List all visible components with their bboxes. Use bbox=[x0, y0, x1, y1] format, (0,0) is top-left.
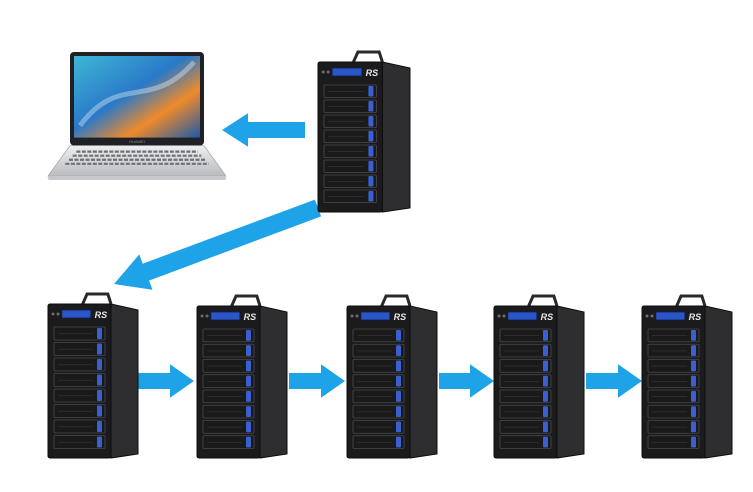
bay-latch bbox=[691, 360, 696, 372]
bay-latch bbox=[543, 406, 548, 417]
lcd-display bbox=[331, 67, 363, 77]
bay-latch bbox=[396, 360, 401, 372]
brand-logo: RS bbox=[394, 312, 407, 322]
bay-latch bbox=[543, 391, 548, 402]
bay-latch bbox=[368, 101, 374, 112]
bay-latch bbox=[97, 328, 102, 339]
bay-latch bbox=[691, 421, 696, 433]
arrow-right-icon bbox=[586, 364, 642, 398]
bay-latch bbox=[246, 330, 251, 341]
bay-latch bbox=[396, 421, 401, 433]
bay-latch bbox=[97, 343, 102, 355]
bay-latch bbox=[97, 359, 102, 370]
bay-latch bbox=[97, 390, 102, 401]
bay-latch bbox=[368, 161, 374, 172]
arrow-layer bbox=[114, 113, 642, 398]
bay-latch bbox=[368, 146, 374, 157]
node-layer: HUAWEI RS RS RS RS RS RS bbox=[47, 50, 733, 459]
lcd-display bbox=[210, 311, 241, 321]
bay-latch bbox=[246, 360, 251, 372]
bay-latch bbox=[246, 375, 251, 387]
arrow-right-icon bbox=[439, 364, 494, 398]
bay-latch bbox=[396, 406, 401, 417]
lcd-display bbox=[61, 309, 92, 319]
bay-latch bbox=[543, 330, 548, 341]
storage-tower-icon: RS bbox=[196, 294, 288, 459]
bay-latch bbox=[691, 345, 696, 356]
bay-latch bbox=[396, 436, 401, 448]
arrow-right-icon bbox=[289, 364, 345, 398]
storage-tower-icon: RS bbox=[346, 294, 438, 459]
bay-latch bbox=[97, 374, 102, 386]
bay-latch bbox=[246, 406, 251, 417]
bay-latch bbox=[246, 345, 251, 356]
lcd-display bbox=[360, 311, 391, 321]
bay-latch bbox=[246, 421, 251, 433]
lcd-display bbox=[655, 311, 686, 321]
storage-tower-icon: RS bbox=[317, 50, 411, 213]
bay-latch bbox=[368, 116, 374, 127]
bay-latch bbox=[396, 391, 401, 402]
bay-latch bbox=[368, 86, 374, 97]
bay-latch bbox=[246, 436, 251, 448]
storage-tower-icon: RS bbox=[493, 294, 585, 459]
laptop-brand: HUAWEI bbox=[129, 139, 145, 144]
bay-latch bbox=[246, 391, 251, 402]
brand-logo: RS bbox=[244, 312, 257, 322]
bay-latch bbox=[396, 345, 401, 356]
brand-logo: RS bbox=[689, 312, 702, 322]
brand-logo: RS bbox=[95, 310, 108, 320]
arrow-left-icon bbox=[222, 113, 305, 147]
bay-latch bbox=[543, 421, 548, 433]
bay-latch bbox=[691, 406, 696, 417]
storage-tower-icon: RS bbox=[641, 294, 733, 459]
bay-latch bbox=[97, 421, 102, 432]
bay-latch bbox=[368, 191, 374, 202]
bay-latch bbox=[543, 375, 548, 387]
bay-latch bbox=[691, 436, 696, 448]
brand-logo: RS bbox=[366, 68, 379, 78]
bay-latch bbox=[368, 176, 374, 187]
bay-latch bbox=[396, 330, 401, 341]
bay-latch bbox=[691, 330, 696, 341]
bay-latch bbox=[691, 391, 696, 402]
bay-latch bbox=[97, 436, 102, 448]
laptop-screen bbox=[74, 56, 200, 138]
bay-latch bbox=[543, 345, 548, 356]
bay-latch bbox=[691, 375, 696, 387]
bay-latch bbox=[97, 405, 102, 417]
storage-tower-icon: RS bbox=[47, 292, 139, 459]
bay-latch bbox=[543, 436, 548, 448]
arrow-down-left-icon bbox=[114, 199, 322, 290]
laptop-icon: HUAWEI bbox=[47, 52, 227, 180]
bay-latch bbox=[368, 131, 374, 142]
bay-latch bbox=[396, 375, 401, 387]
arrow-right-icon bbox=[137, 364, 194, 398]
bay-latch bbox=[543, 360, 548, 372]
lcd-display bbox=[507, 311, 538, 321]
brand-logo: RS bbox=[541, 312, 554, 322]
